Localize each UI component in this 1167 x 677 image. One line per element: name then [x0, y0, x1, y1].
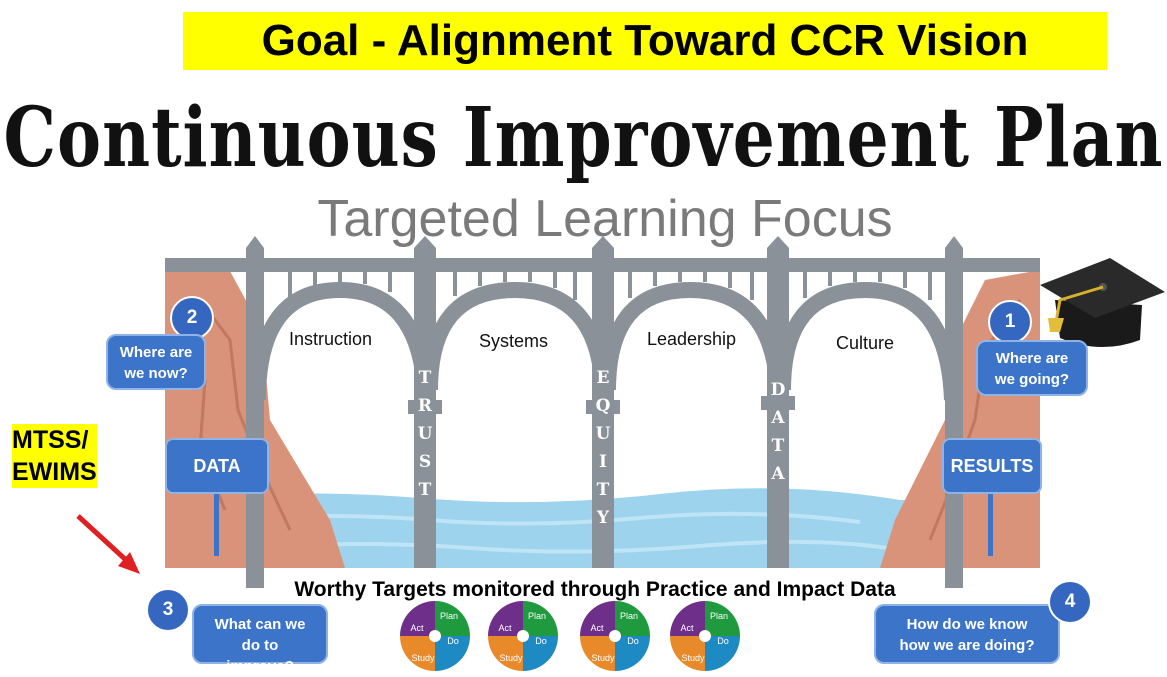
pdsa-do-label: Do	[627, 636, 639, 646]
pdsa-study-label: Study	[411, 653, 435, 663]
pdsa-act-label: Act	[410, 623, 424, 633]
arch-label-leadership: Leadership	[647, 329, 737, 349]
pdsa-do-label: Do	[447, 636, 459, 646]
step-1-question: Where are we going?	[976, 340, 1088, 396]
pdsa-plan-label: Plan	[620, 611, 638, 621]
pillar-data: DATA	[770, 380, 786, 484]
pdsa-act-label: Act	[498, 623, 512, 633]
pdsa-plan-label: Plan	[528, 611, 546, 621]
callout-line-2: EWIMS	[12, 458, 97, 486]
pdsa-plan-label: Plan	[710, 611, 728, 621]
data-sign-post	[214, 490, 219, 556]
step-2-number: 2	[170, 296, 214, 340]
pdsa-do-label: Do	[535, 636, 547, 646]
pdsa-act-label: Act	[680, 623, 694, 633]
mtss-ewims-callout: MTSS/ EWIMS	[12, 424, 97, 488]
pdsa-study-label: Study	[591, 653, 615, 663]
arch-label-instruction: Instruction	[289, 329, 373, 349]
results-sign: RESULTS	[942, 438, 1042, 494]
step-4-question: How do we know how we are doing?	[874, 604, 1060, 664]
step-3-question: What can we do to improve?	[192, 604, 328, 675]
goal-banner: Goal - Alignment Toward CCR Vision	[183, 12, 1107, 70]
data-sign: DATA	[165, 438, 269, 494]
callout-line-1: MTSS/	[12, 426, 89, 454]
results-sign-post	[988, 492, 993, 556]
arch-4	[775, 281, 960, 401]
water	[180, 488, 1000, 568]
pillar-equity: EQUITY	[595, 368, 611, 528]
pdsa-study-label: Study	[681, 653, 705, 663]
red-arrow-icon	[76, 514, 140, 574]
pdsa-plan-label: Plan	[440, 611, 458, 621]
worthy-targets-caption: Worthy Targets monitored through Practic…	[294, 578, 896, 601]
step-4-number: 4	[1048, 580, 1092, 624]
step-1-number: 1	[988, 300, 1032, 344]
pdsa-act-label: Act	[590, 623, 604, 633]
main-title: Continuous Improvement Plan	[3, 88, 1164, 186]
pillar-trust: TRUST	[417, 368, 433, 500]
graduation-cap-icon	[1040, 258, 1165, 348]
step-3-number: 3	[146, 588, 190, 632]
pdsa-do-label: Do	[717, 636, 729, 646]
arch-label-systems: Systems	[479, 331, 549, 351]
arch-1	[250, 281, 433, 401]
step-2-question: Where are we now?	[106, 334, 206, 390]
arch-label-culture: Culture	[836, 333, 895, 353]
pdsa-study-label: Study	[499, 653, 523, 663]
